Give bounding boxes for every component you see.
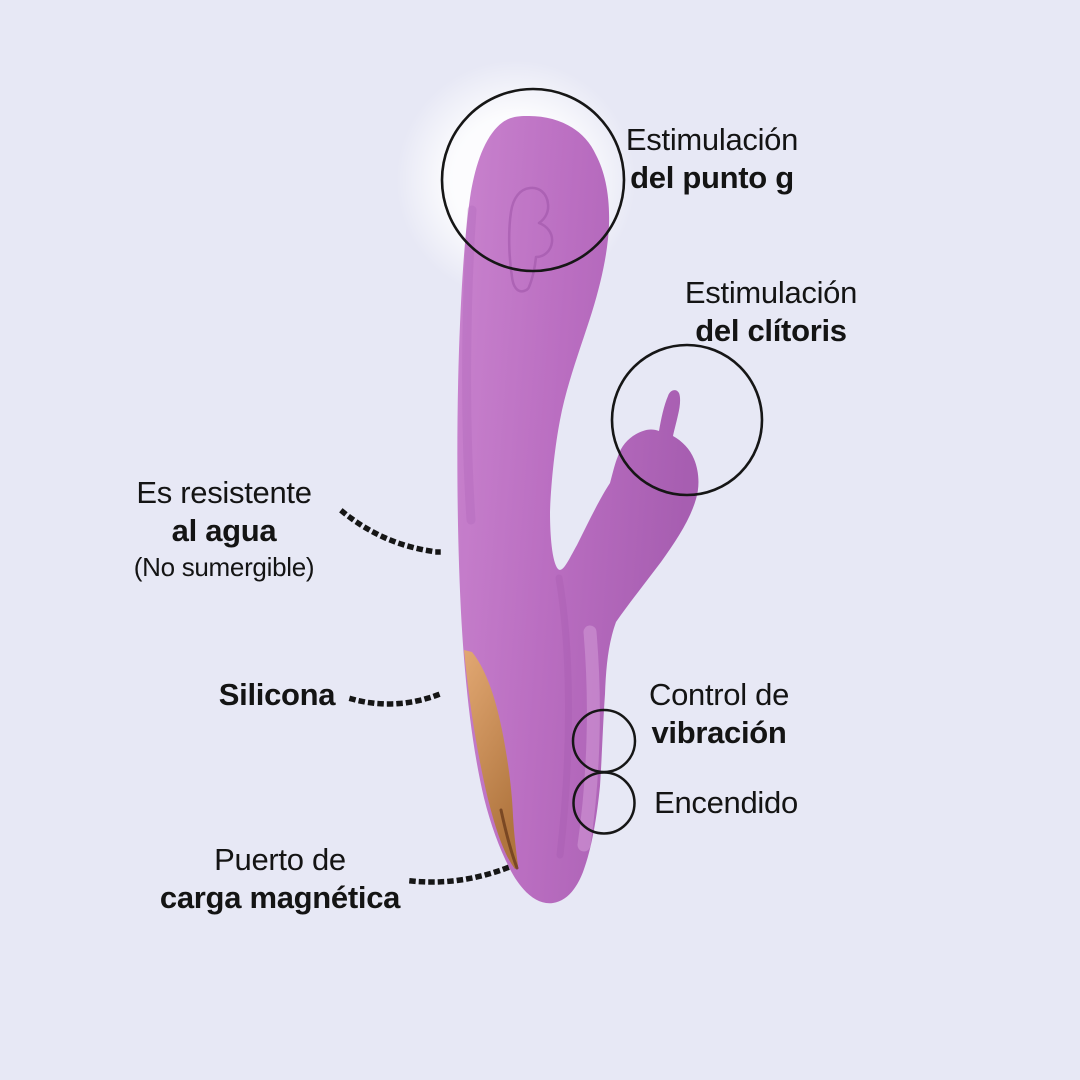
label-clitoris-line1: Estimulación [684, 275, 858, 310]
label-waterproof-line1: Es resistente [136, 475, 312, 510]
device-body [457, 115, 699, 904]
label-gspot-line2: del punto g [630, 160, 794, 195]
leader-line-silicona [348, 690, 444, 707]
label-waterproof-line3: (No sumergible) [133, 552, 315, 582]
label-waterproof-line2: al agua [171, 513, 277, 548]
label-power: Encendido [654, 784, 798, 822]
label-clitoris: Estimulación del clítoris [685, 274, 857, 350]
embossed-logo [507, 186, 554, 293]
label-silicone-text: Silicona [218, 677, 336, 712]
label-waterproof: Es resistente al agua (No sumergible) [133, 474, 315, 584]
leader-line-puerto [408, 862, 516, 885]
label-charging-port: Puerto de carga magnética [160, 841, 400, 917]
gspot-highlight-circle [440, 87, 626, 273]
label-gspot-line1: Estimulación [625, 122, 799, 157]
charging-port [464, 650, 518, 869]
label-clitoris-line2: del clítoris [695, 313, 847, 348]
label-power-text: Encendido [654, 785, 798, 820]
label-vibration-control: Control de vibración [649, 676, 789, 752]
label-charging-line1: Puerto de [214, 842, 346, 877]
clitoral-arm-highlight-circle [610, 343, 764, 497]
shaft-shading [462, 205, 477, 525]
label-vibration-line1: Control de [648, 677, 790, 712]
label-silicone: Silicona [218, 676, 336, 714]
label-charging-line2: carga magnética [159, 880, 401, 915]
handle-highlight [577, 625, 600, 852]
leader-line-agua [339, 508, 442, 556]
power-button-circle [572, 771, 636, 835]
handle-seam-line [555, 574, 573, 859]
label-gspot: Estimulación del punto g [626, 121, 798, 197]
charging-port-edge [499, 808, 519, 870]
label-vibration-line2: vibración [651, 715, 787, 750]
